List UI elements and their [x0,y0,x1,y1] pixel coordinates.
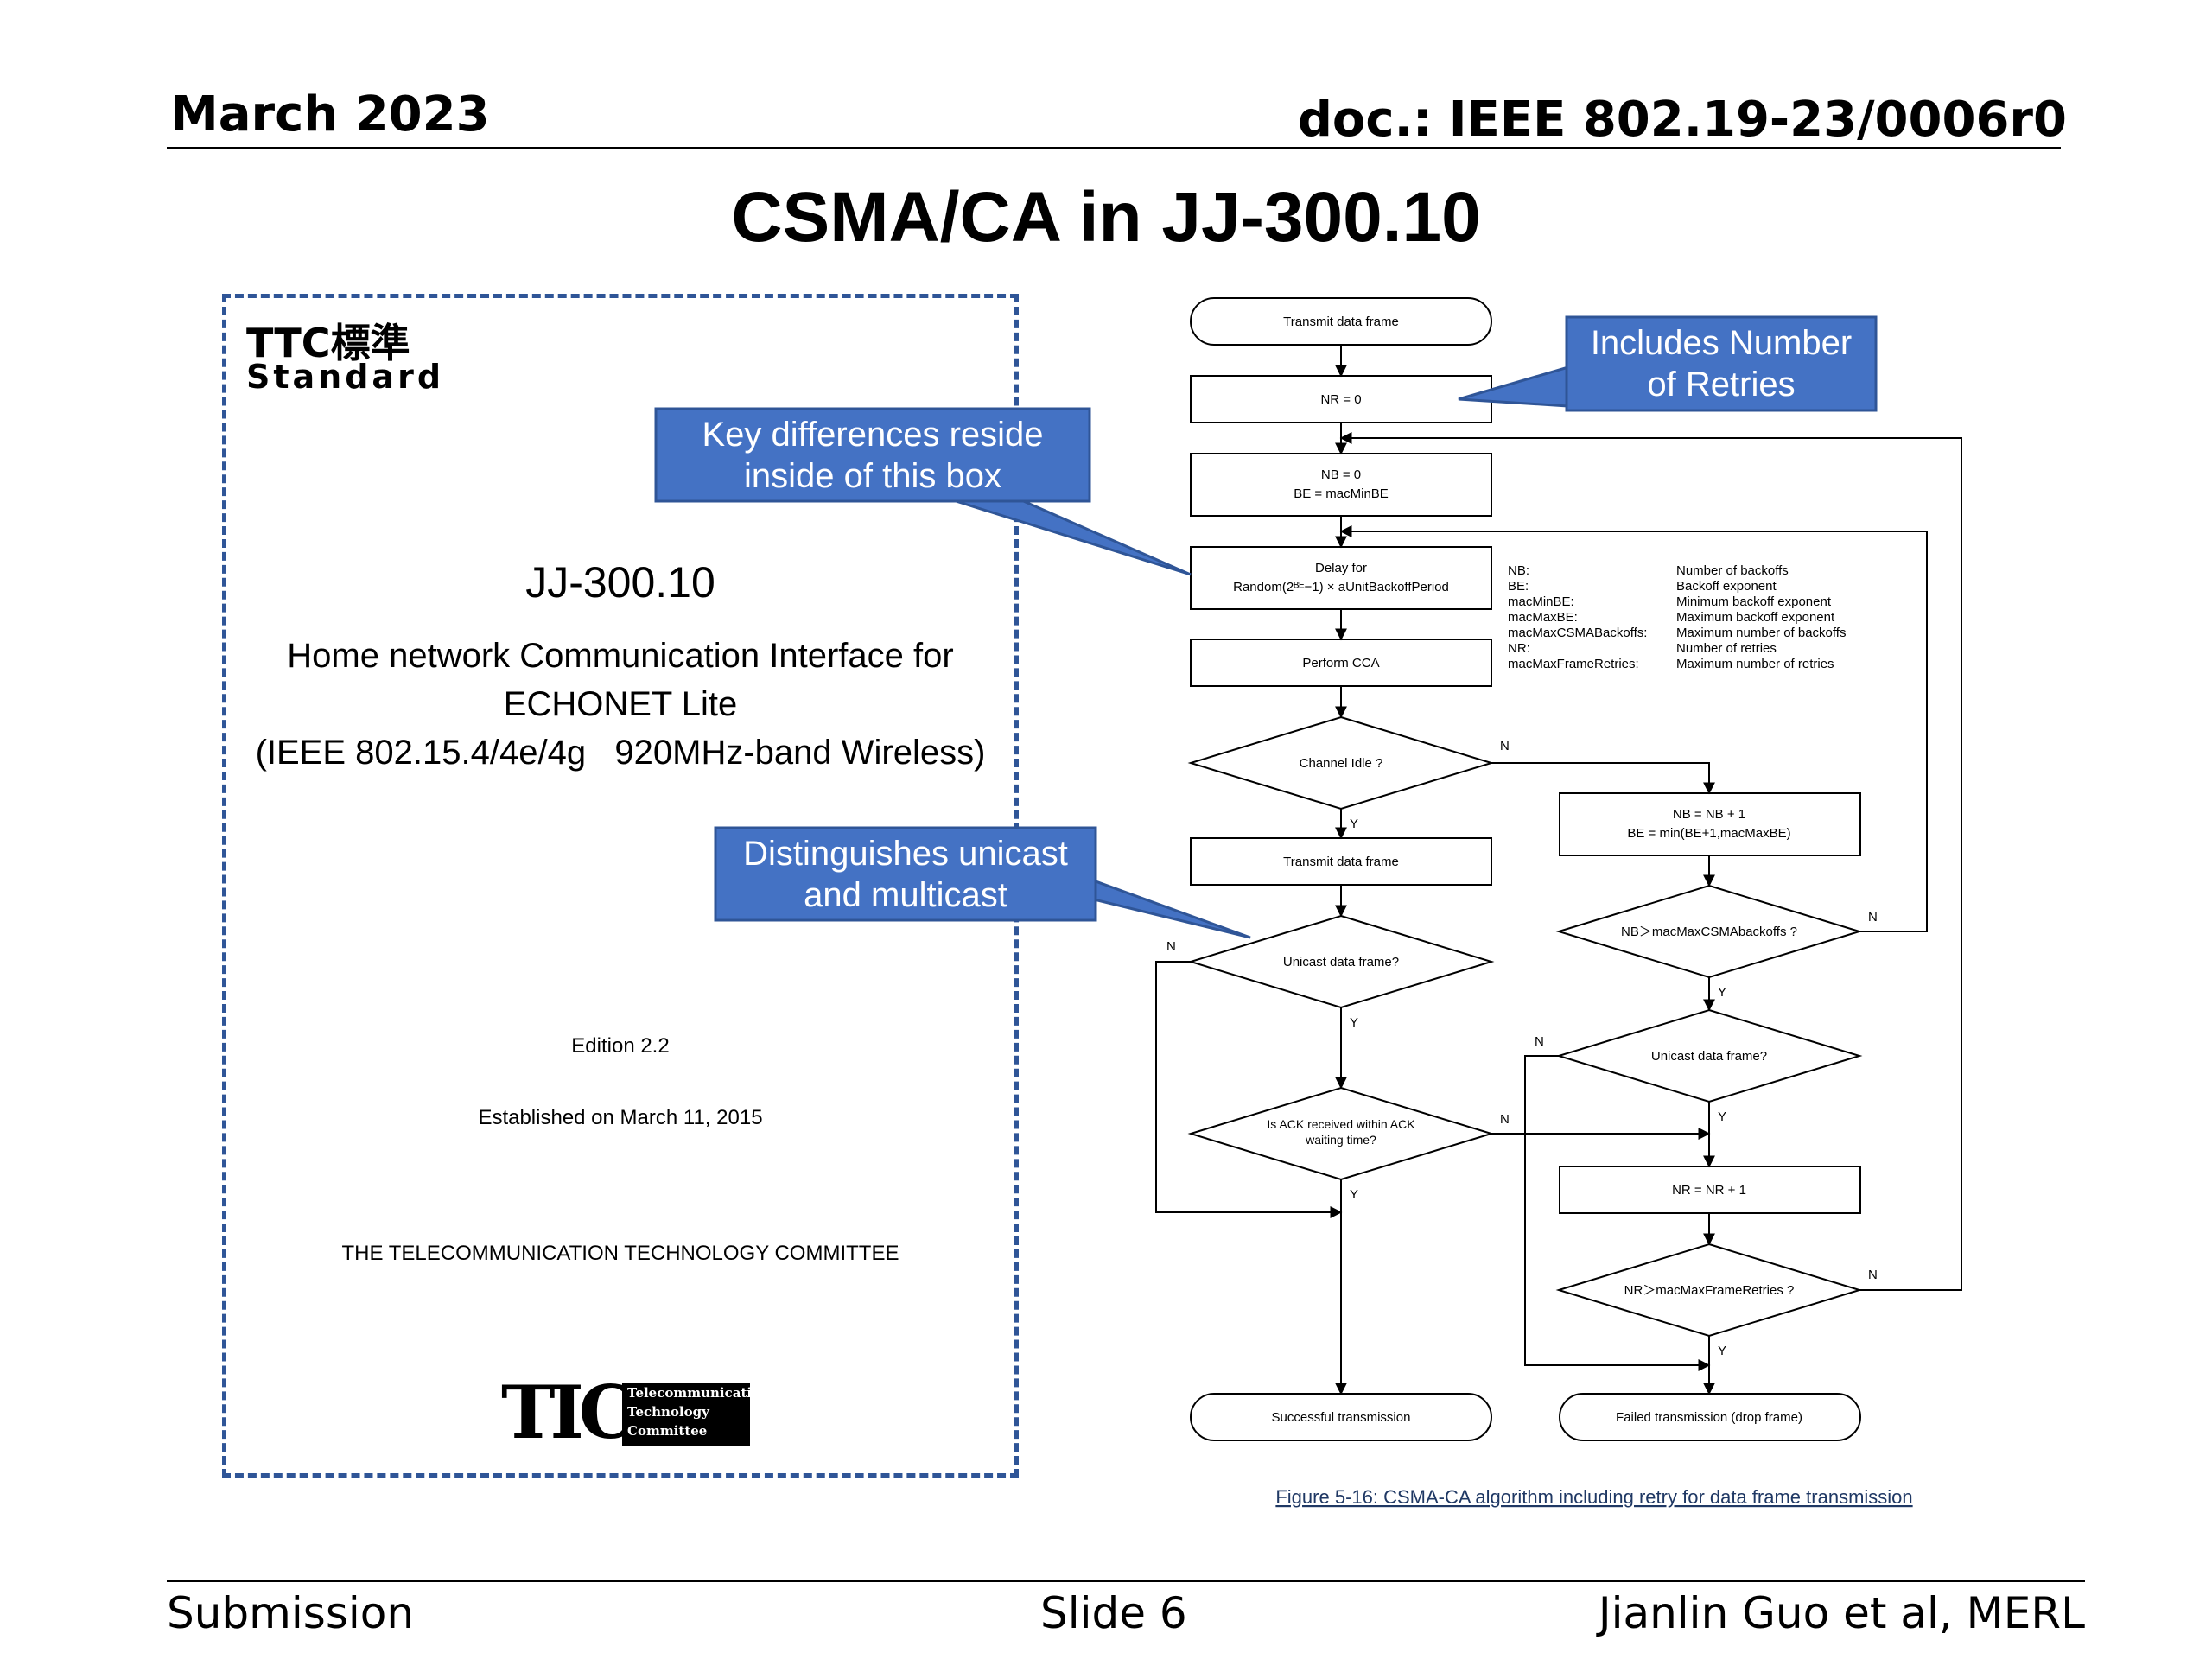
slide-title: CSMA/CA in JJ-300.10 [731,178,1481,257]
nbmax-yes-label: Y [1718,985,1726,1000]
established-date: Established on March 11, 2015 [478,1106,763,1129]
footer-author: Jianlin Guo et al, MERL [1598,1588,2085,1638]
be-init-label: BE = macMinBE [1294,486,1389,501]
committee-name: THE TELECOMMUNICATION TECHNOLOGY COMMITT… [341,1242,899,1265]
doc-description-line1: Home network Communication Interface for [287,637,954,675]
legend-term: macMaxBE: [1508,610,1578,625]
footer-rule [167,1580,2085,1582]
logo-top-text: TTC標準 [246,320,410,366]
flowchart-connector [1339,432,1962,1291]
flowchart-connector [654,407,1091,503]
legend-term: macMinBE: [1508,594,1574,609]
idle-label: Channel Idle ? [1300,756,1383,771]
idle-no-label: N [1500,739,1510,753]
unicast2-no-label: N [1535,1034,1544,1049]
nrmax-yes-label: Y [1718,1344,1726,1358]
legend-def: Maximum number of retries [1676,657,1834,671]
perform-cca-box [1190,639,1492,687]
header-rule [167,147,2061,149]
nr-inc-label: NR = NR + 1 [1672,1183,1746,1198]
ack-no-label: N [1500,1112,1510,1127]
nb-be-init-box [1190,453,1492,517]
standard-cover-page: TTC標準 Standard JJ-300.10 Home network Co… [222,294,1019,1478]
legend-def: Minimum backoff exponent [1676,594,1832,609]
ttc-logo-text: Telecommunication Technology Committee [622,1383,770,1446]
transmit-label: Transmit data frame [1283,855,1399,869]
legend-term: NB: [1508,563,1529,578]
nb-inc-label: NB = NB + 1 [1673,807,1745,822]
nrmax-label: NR＞macMaxFrameRetries ? [1624,1283,1795,1298]
ack-label-2: waiting time? [1305,1133,1376,1147]
ttc-standard-logo: TTC標準 Standard [246,320,445,396]
legend-def: Maximum number of backoffs [1676,626,1846,640]
doc-description-line3: (IEEE 802.15.4/4e/4g 920MHz-band Wireles… [255,734,986,772]
nbmax-no-label: N [1868,910,1878,925]
unicast1-no-label: N [1166,939,1176,954]
callout-retries: Includes Number of Retries [1458,315,1878,412]
figure-caption: Figure 5-16: CSMA-CA algorithm including… [1275,1486,1912,1508]
legend-term: BE: [1508,579,1529,594]
doc-description-line2: ECHONET Lite [503,685,738,723]
footer-slide-number: Slide 6 [1040,1588,1187,1638]
legend-def: Number of retries [1676,641,1777,656]
flowchart-connector [1565,315,1878,412]
nr-increment-box [1559,1166,1861,1214]
callout-unicast-line2: and multicast [804,876,1007,914]
nbmax-label: NB＞macMaxCSMAbackoffs ? [1621,925,1797,939]
nb-increment-box [1559,792,1861,856]
edition: Edition 2.2 [571,1034,670,1058]
header-doc-id: doc.: IEEE 802.19-23/0006r0 [1297,92,2067,148]
footer-submission: Submission [167,1588,415,1638]
legend-term: macMaxCSMABackoffs: [1508,626,1647,640]
start-label: Transmit data frame [1283,315,1399,329]
success-label: Successful transmission [1272,1410,1411,1425]
callout-key-line2: inside of this box [744,457,1001,495]
delay-label-2: Random(2ᴮᴱ−1) × aUnitBackoffPeriod [1233,580,1449,594]
flowchart-connector [1524,1055,1711,1371]
legend-term: macMaxFrameRetries: [1508,657,1639,671]
delay-box [1190,546,1492,610]
callout-key-line1: Key differences reside [702,416,1043,454]
flowchart-connector [1339,525,1928,932]
flowchart-connector [1491,762,1715,795]
ack-yes-label: Y [1350,1187,1358,1202]
nr-reset-label: NR = 0 [1320,392,1361,407]
callout-unicast-line1: Distinguishes unicast [743,835,1068,873]
cca-label: Perform CCA [1302,656,1379,671]
nrmax-no-label: N [1868,1268,1878,1282]
unicast2-label: Unicast data frame? [1651,1049,1767,1064]
callout-retries-line2: of Retries [1647,365,1795,404]
unicast1-label: Unicast data frame? [1283,955,1399,969]
ttc-logo: TIC Telecommunication Technology Committ… [501,1370,770,1455]
nb-init-label: NB = 0 [1321,467,1361,482]
unicast1-yes-label: Y [1350,1015,1358,1030]
unicast2-yes-label: Y [1718,1109,1726,1124]
flowchart-connector [950,498,1192,576]
header-date: March 2023 [170,86,490,143]
callout-key-differences: Key differences reside inside of this bo… [654,407,1192,576]
legend-def: Maximum backoff exponent [1676,610,1835,625]
logo-bottom-text: Standard [246,358,445,396]
be-inc-label: BE = min(BE+1,macMaxBE) [1627,826,1790,841]
ttc-logo-mark: TIC [501,1370,637,1455]
legend-def: Backoff exponent [1676,579,1777,594]
callout-unicast: Distinguishes unicast and multicast [714,826,1251,939]
legend-def: Number of backoffs [1676,563,1789,578]
flowchart-connector [714,826,1097,922]
flowchart-legend: NB: Number of backoffs BE: Backoff expon… [1508,563,1846,671]
delay-label-1: Delay for [1315,561,1367,575]
idle-yes-label: Y [1350,817,1358,831]
flowchart-connector [1155,961,1343,1218]
legend-term: NR: [1508,641,1530,656]
callout-retries-line1: Includes Number [1591,324,1852,362]
transmit-box [1190,837,1492,886]
doc-number: JJ-300.10 [525,558,715,607]
failed-label: Failed transmission (drop frame) [1616,1410,1802,1425]
ack-label-1: Is ACK received within ACK [1267,1117,1415,1131]
